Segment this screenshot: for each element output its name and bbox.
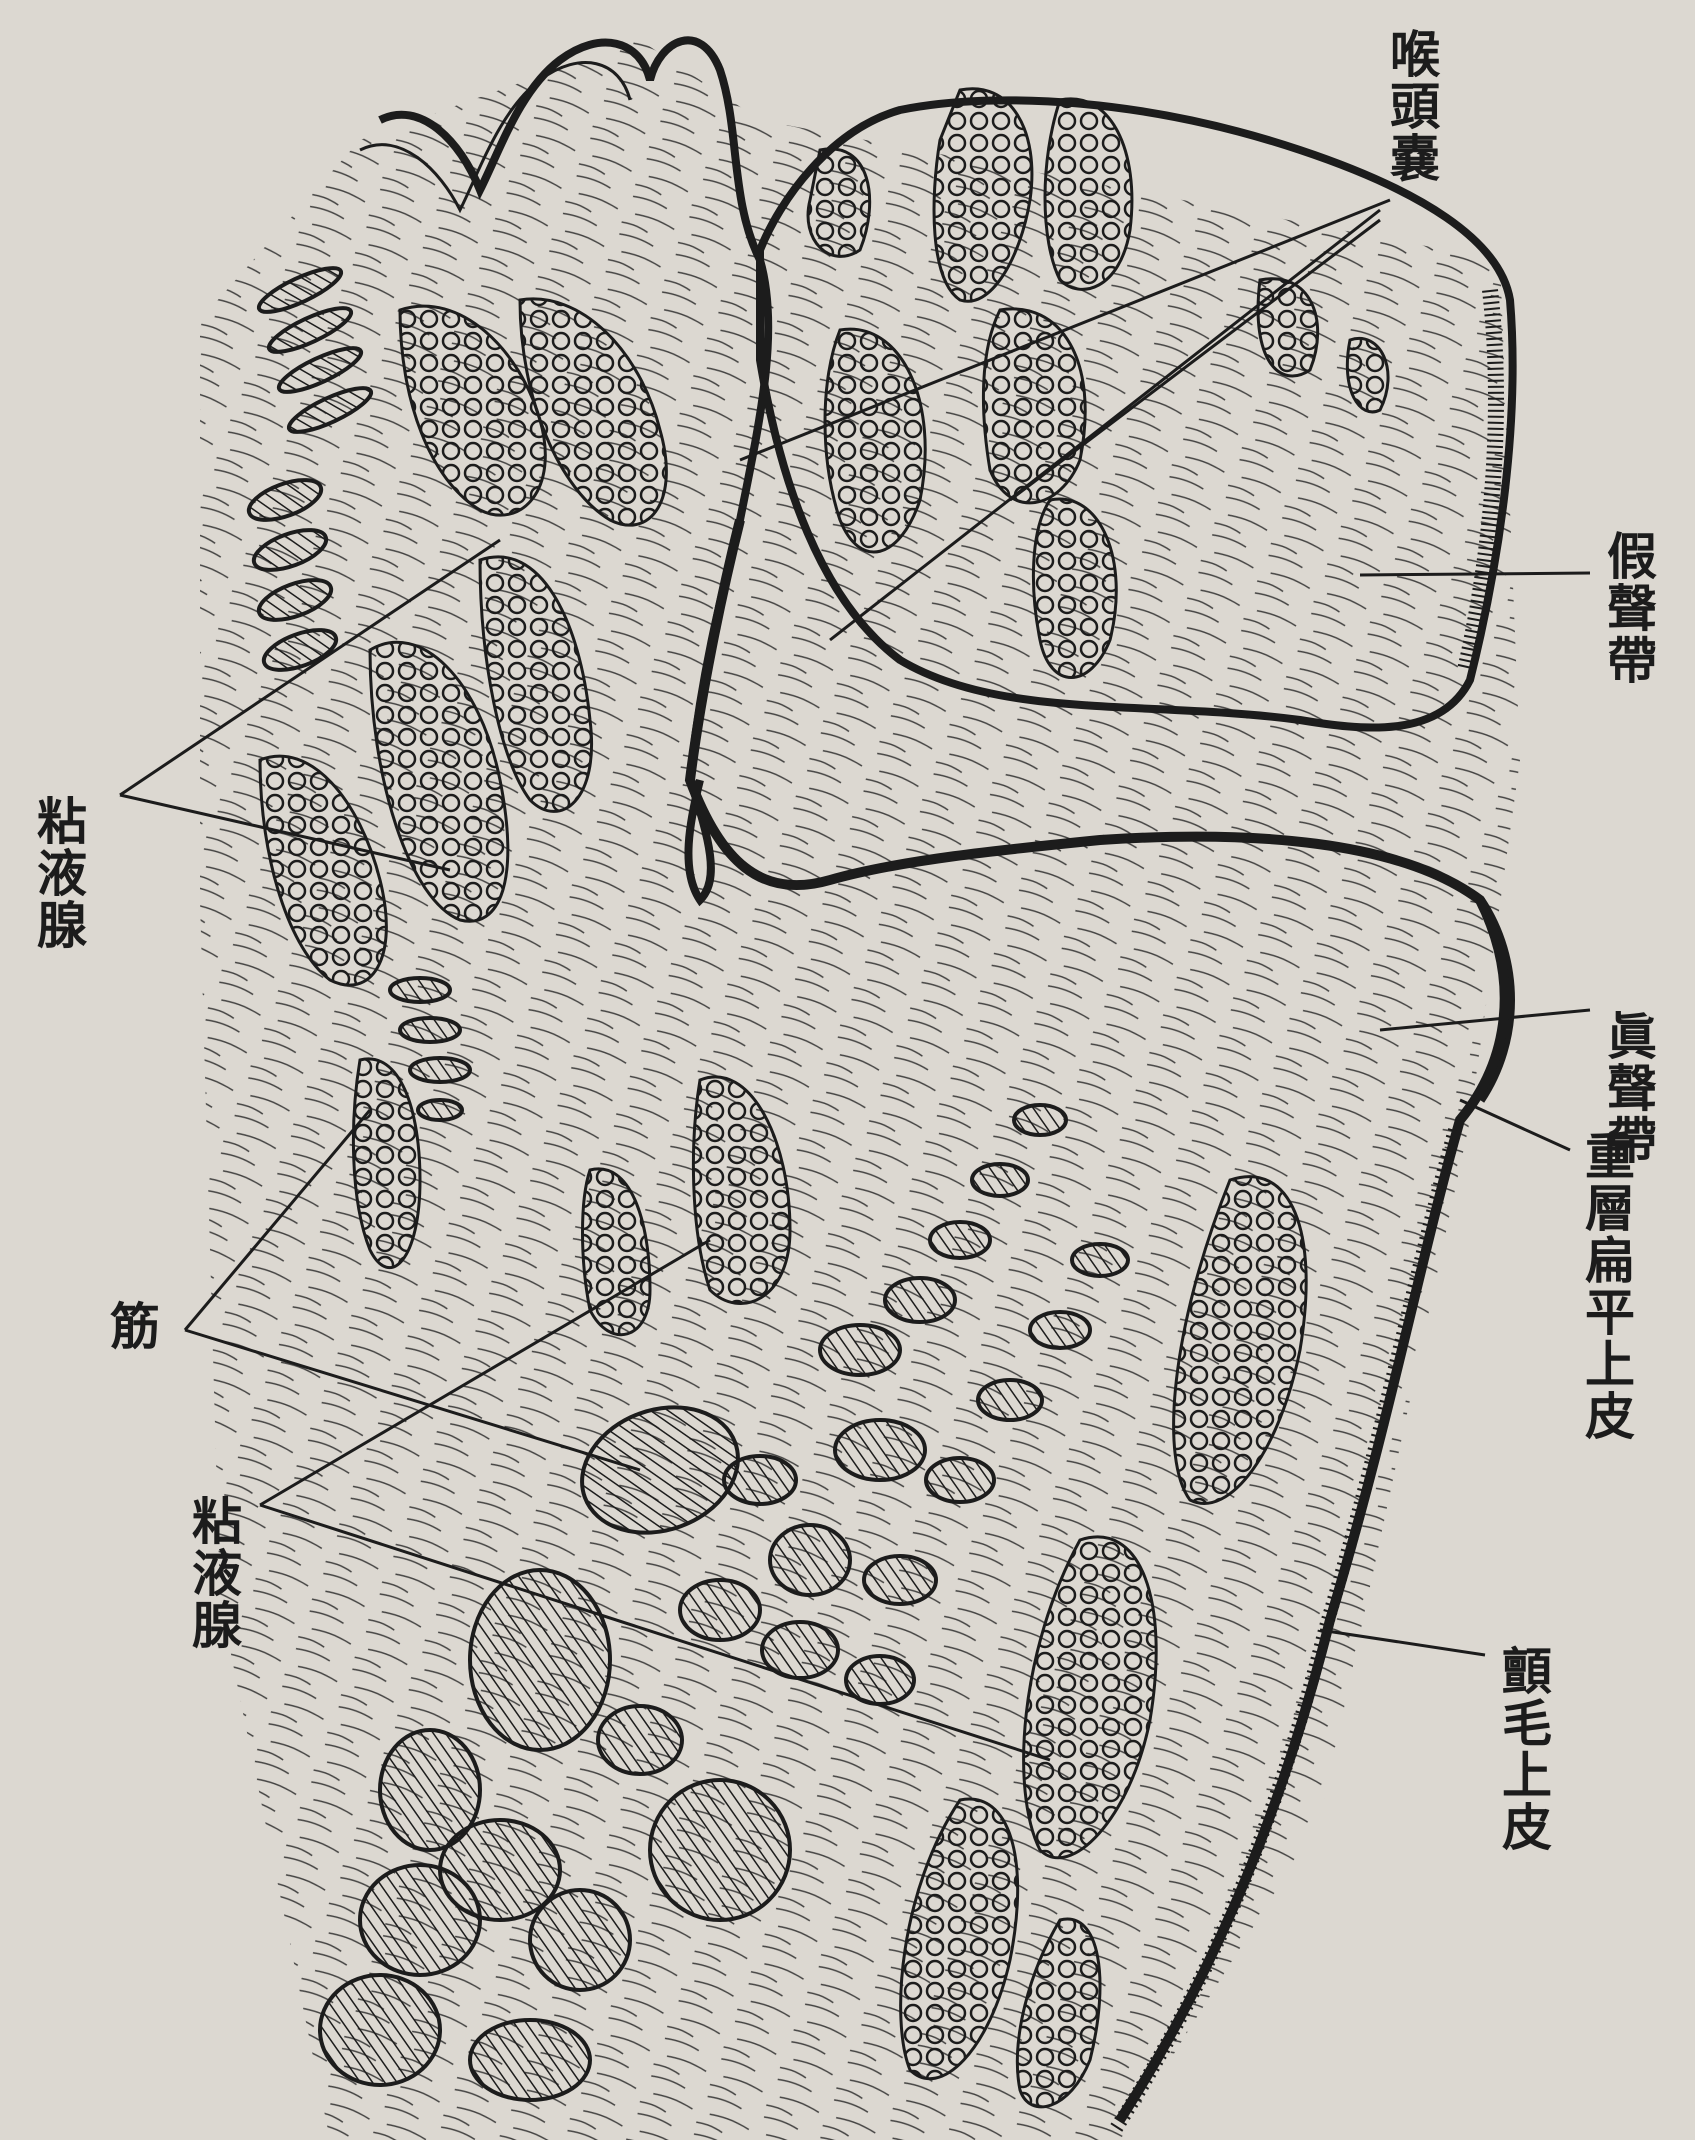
label-false-vocal-cord: 假聲帶 <box>1600 530 1656 686</box>
label-mucous-gland-left: 粘液腺 <box>30 795 86 951</box>
label-larynx-sac: 喉頭嚢 <box>1383 28 1439 184</box>
label-stratified-squamous-epithelium: 重層扁平上皮 <box>1578 1130 1634 1442</box>
label-muscle: 筋 <box>103 1300 159 1352</box>
label-mucous-gland-center: 粘液腺 <box>185 1495 241 1651</box>
label-ciliated-epithelium: 顫毛上皮 <box>1495 1645 1551 1853</box>
